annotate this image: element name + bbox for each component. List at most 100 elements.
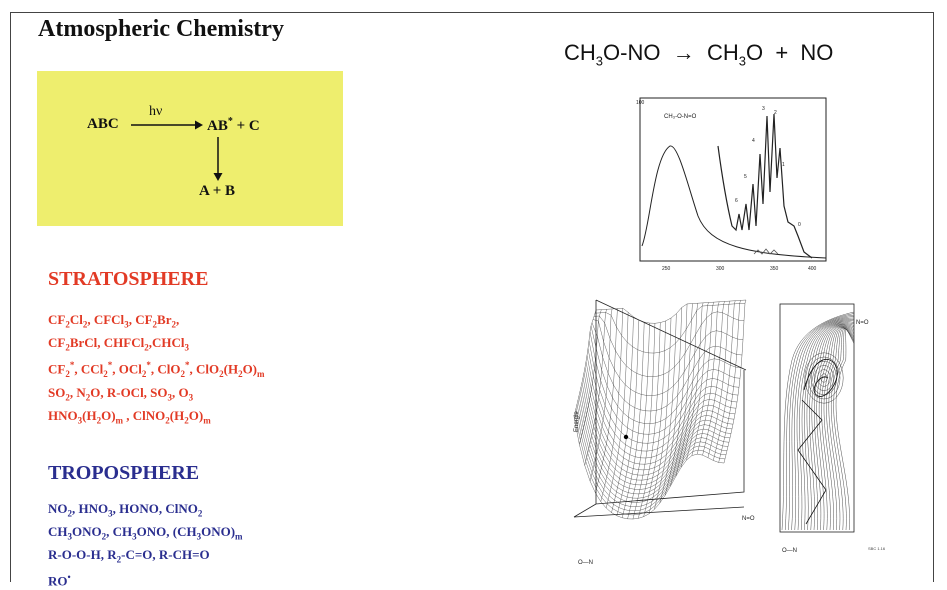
peak-label-1: 1 <box>782 162 785 168</box>
contour-line <box>796 319 855 531</box>
surface-mesh-line <box>611 316 634 513</box>
reactant-label: ABC <box>87 116 119 132</box>
peak-label-2: 2 <box>774 110 777 116</box>
surface-mesh-line <box>580 386 732 490</box>
surface-mesh-line <box>592 319 744 396</box>
surface-mesh-line <box>691 302 715 456</box>
surface-mesh-line <box>713 300 736 461</box>
x-tick-400: 400 <box>808 266 817 272</box>
contour-line <box>781 311 855 531</box>
surface-box-front <box>573 506 745 518</box>
light-label: hν <box>149 104 163 119</box>
surface-mesh-line <box>622 322 645 518</box>
surface-mesh-line <box>583 372 735 476</box>
surface-box-back <box>595 300 745 505</box>
peak-label-4: 4 <box>752 138 755 144</box>
contour-line <box>811 324 855 531</box>
surface-mesh-line <box>686 302 709 461</box>
surface-o-n-label: O—N <box>578 560 593 566</box>
stratosphere-species-line: SO2, N2O, R-OCl, SO3, O3 <box>48 384 194 403</box>
stratosphere-heading: STRATOSPHERE <box>48 268 209 290</box>
contour-footnote: SBC 1.16 <box>868 546 886 551</box>
surface-mesh-line <box>659 307 682 504</box>
contour-line <box>788 314 855 531</box>
contour-o-n-label: O—N <box>782 548 797 554</box>
surface-mesh-line <box>654 313 677 510</box>
trajectory-path <box>803 358 838 397</box>
stratosphere-species-list: CF2Cl2, CFCl3, CF2Br2,CF2BrCl, CHFCl2,CH… <box>48 311 265 430</box>
page-title: Atmospheric Chemistry <box>38 16 284 42</box>
troposphere-species-line: R-O-O-H, R2-C=O, R-CH=O <box>48 547 210 565</box>
troposphere-heading: TROPOSPHERE <box>48 462 200 484</box>
surface-box-left <box>573 503 597 518</box>
surface-mesh-line <box>723 299 747 464</box>
surface-mesh-line <box>600 308 623 502</box>
stratosphere-species-line: HNO3(H2O)m , ClNO2(H2O)m <box>48 407 211 426</box>
surface-mesh-line <box>590 325 742 424</box>
x-tick-350: 350 <box>770 266 779 272</box>
surface-mesh-line <box>578 395 730 499</box>
surface-mesh-line <box>627 323 650 519</box>
contour-plot-figure: N=O O—N SBC 1.16 <box>779 303 886 554</box>
absorption-spectrum-figure: 100 CH₃-O-N=O 6 5 4 3 2 1 0 250 300 350 … <box>636 97 827 272</box>
surface-mesh-line <box>697 301 720 455</box>
contour-line <box>809 323 855 531</box>
surface-mesh-line <box>707 301 731 458</box>
surface-mesh-line <box>589 308 613 482</box>
surface-box-top <box>595 299 747 371</box>
surface-mesh-line <box>670 303 693 487</box>
surface-mesh-line <box>616 320 640 516</box>
surface-mesh <box>573 299 747 520</box>
reaction-scheme-box: ABC hν AB* + C A + B <box>37 71 343 226</box>
contour-n-o-label: N=O <box>856 320 869 326</box>
excited-product-label: AB* + C <box>207 116 260 134</box>
spectrum-molecule-label: CH₃-O-N=O <box>664 114 697 120</box>
contour-line <box>794 317 855 531</box>
contour-ring <box>814 365 834 391</box>
troposphere-species-line: CH3ONO2, CH3ONO, (CH3ONO)m <box>48 524 243 542</box>
surface-mesh-line <box>702 301 725 456</box>
surface-mesh-line <box>595 308 618 493</box>
surface-mesh-line <box>576 404 728 507</box>
surface-n-o-label: N=O <box>742 516 755 522</box>
final-products-label: A + B <box>199 183 236 199</box>
surface-mesh-line <box>573 309 597 417</box>
peak-label-5: 5 <box>744 174 747 180</box>
contour-ring <box>817 369 831 387</box>
peak-label-6: 6 <box>735 198 738 204</box>
surface-mesh-line <box>675 303 698 477</box>
troposphere-species-line: NO2, HNO3, HONO, ClNO2 <box>48 501 203 519</box>
surface-mesh-line <box>632 323 656 520</box>
surface-mesh-line <box>680 302 704 468</box>
light-arrow <box>131 120 203 130</box>
x-tick-300: 300 <box>716 266 725 272</box>
trajectory-descent <box>797 399 827 525</box>
surface-mesh-line <box>638 322 661 519</box>
stratosphere-species-line: CF2Cl2, CFCl3, CF2Br2, <box>48 312 180 330</box>
peak-label-0: 0 <box>798 222 801 228</box>
surface-mesh-line <box>605 312 629 509</box>
peak-label-3: 3 <box>762 106 765 112</box>
spectrum-y-tick: 100 <box>636 100 645 106</box>
surface-mesh-line <box>718 300 741 463</box>
surface-mesh-line <box>587 348 739 452</box>
spectrum-frame <box>639 97 827 262</box>
dissociation-equation: CH3O-NO → CH3O + NO <box>564 40 834 69</box>
energie-axis-label: Energie <box>574 411 580 432</box>
decay-arrow <box>213 137 223 181</box>
surface-mesh-line <box>664 303 688 496</box>
surface-min-point <box>623 434 629 440</box>
spectrum-broad-band <box>641 145 827 259</box>
spectrum-vibronic-band <box>717 113 813 259</box>
stratosphere-species-line: CF2*, CCl2*, OCl2*, ClO2*, ClO2(H2O)m <box>48 360 265 380</box>
contour-line <box>801 321 855 531</box>
contour-line <box>799 320 855 531</box>
surface-mesh-line <box>648 318 672 514</box>
potential-surface-figure: Energie N=O O—N <box>573 299 755 566</box>
surface-mesh-line <box>593 311 745 377</box>
spectrum-baseline-ripple <box>753 248 779 255</box>
surface-mesh-line <box>584 367 736 471</box>
surface-mesh-line <box>579 309 602 445</box>
contour-ring <box>804 352 844 404</box>
